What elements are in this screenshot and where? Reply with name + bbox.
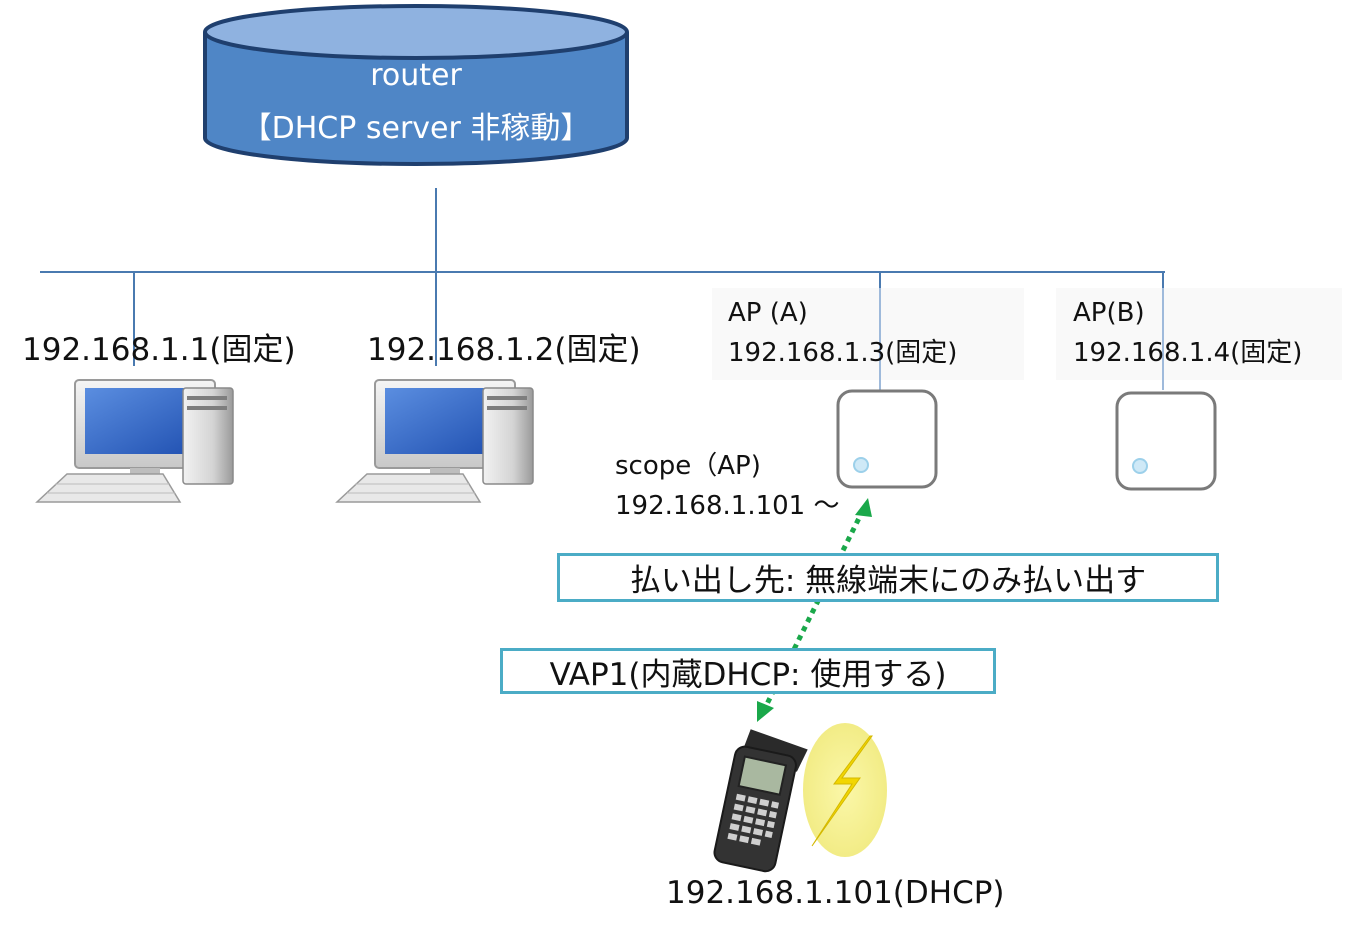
ap-b-label-bg — [1056, 288, 1342, 380]
host-1-ip-label: 192.168.1.1(固定) — [22, 332, 296, 368]
scope-label: scope（AP) — [615, 451, 761, 481]
terminal-ip-label: 192.168.1.101(DHCP) — [666, 875, 1005, 911]
ap-b-ip: 192.168.1.4(固定) — [1073, 338, 1303, 368]
scope-range: 192.168.1.101 ～ — [615, 491, 840, 521]
distribution-target-box: 払い出し先: 無線端末にのみ払い出す — [557, 553, 1219, 602]
desktop-computer-icon — [36, 379, 234, 503]
desktop-computer-icon — [336, 379, 534, 503]
router-name: router — [370, 58, 462, 93]
ap-a-label-bg — [712, 288, 1024, 380]
vap-setting-text: VAP1(内蔵DHCP: 使用する) — [549, 656, 947, 693]
access-point-icon — [836, 389, 938, 489]
host-2-ip-label: 192.168.1.2(固定) — [367, 332, 641, 368]
router-dhcp-status: 【DHCP server 非稼動】 — [241, 111, 591, 146]
router-database-icon — [203, 4, 629, 166]
access-point-icon — [1115, 391, 1217, 491]
dhcp-arrow — [757, 498, 872, 722]
handheld-terminal-icon — [713, 729, 808, 873]
distribution-target-text: 払い出し先: 無線端末にのみ払い出す — [629, 563, 1147, 599]
ap-b-name: AP(B) — [1073, 298, 1145, 328]
vap-setting-box: VAP1(内蔵DHCP: 使用する) — [500, 648, 996, 694]
ap-a-name: AP (A) — [728, 298, 808, 328]
ap-a-ip: 192.168.1.3(固定) — [728, 338, 958, 368]
wireless-lightning-icon — [803, 723, 887, 857]
